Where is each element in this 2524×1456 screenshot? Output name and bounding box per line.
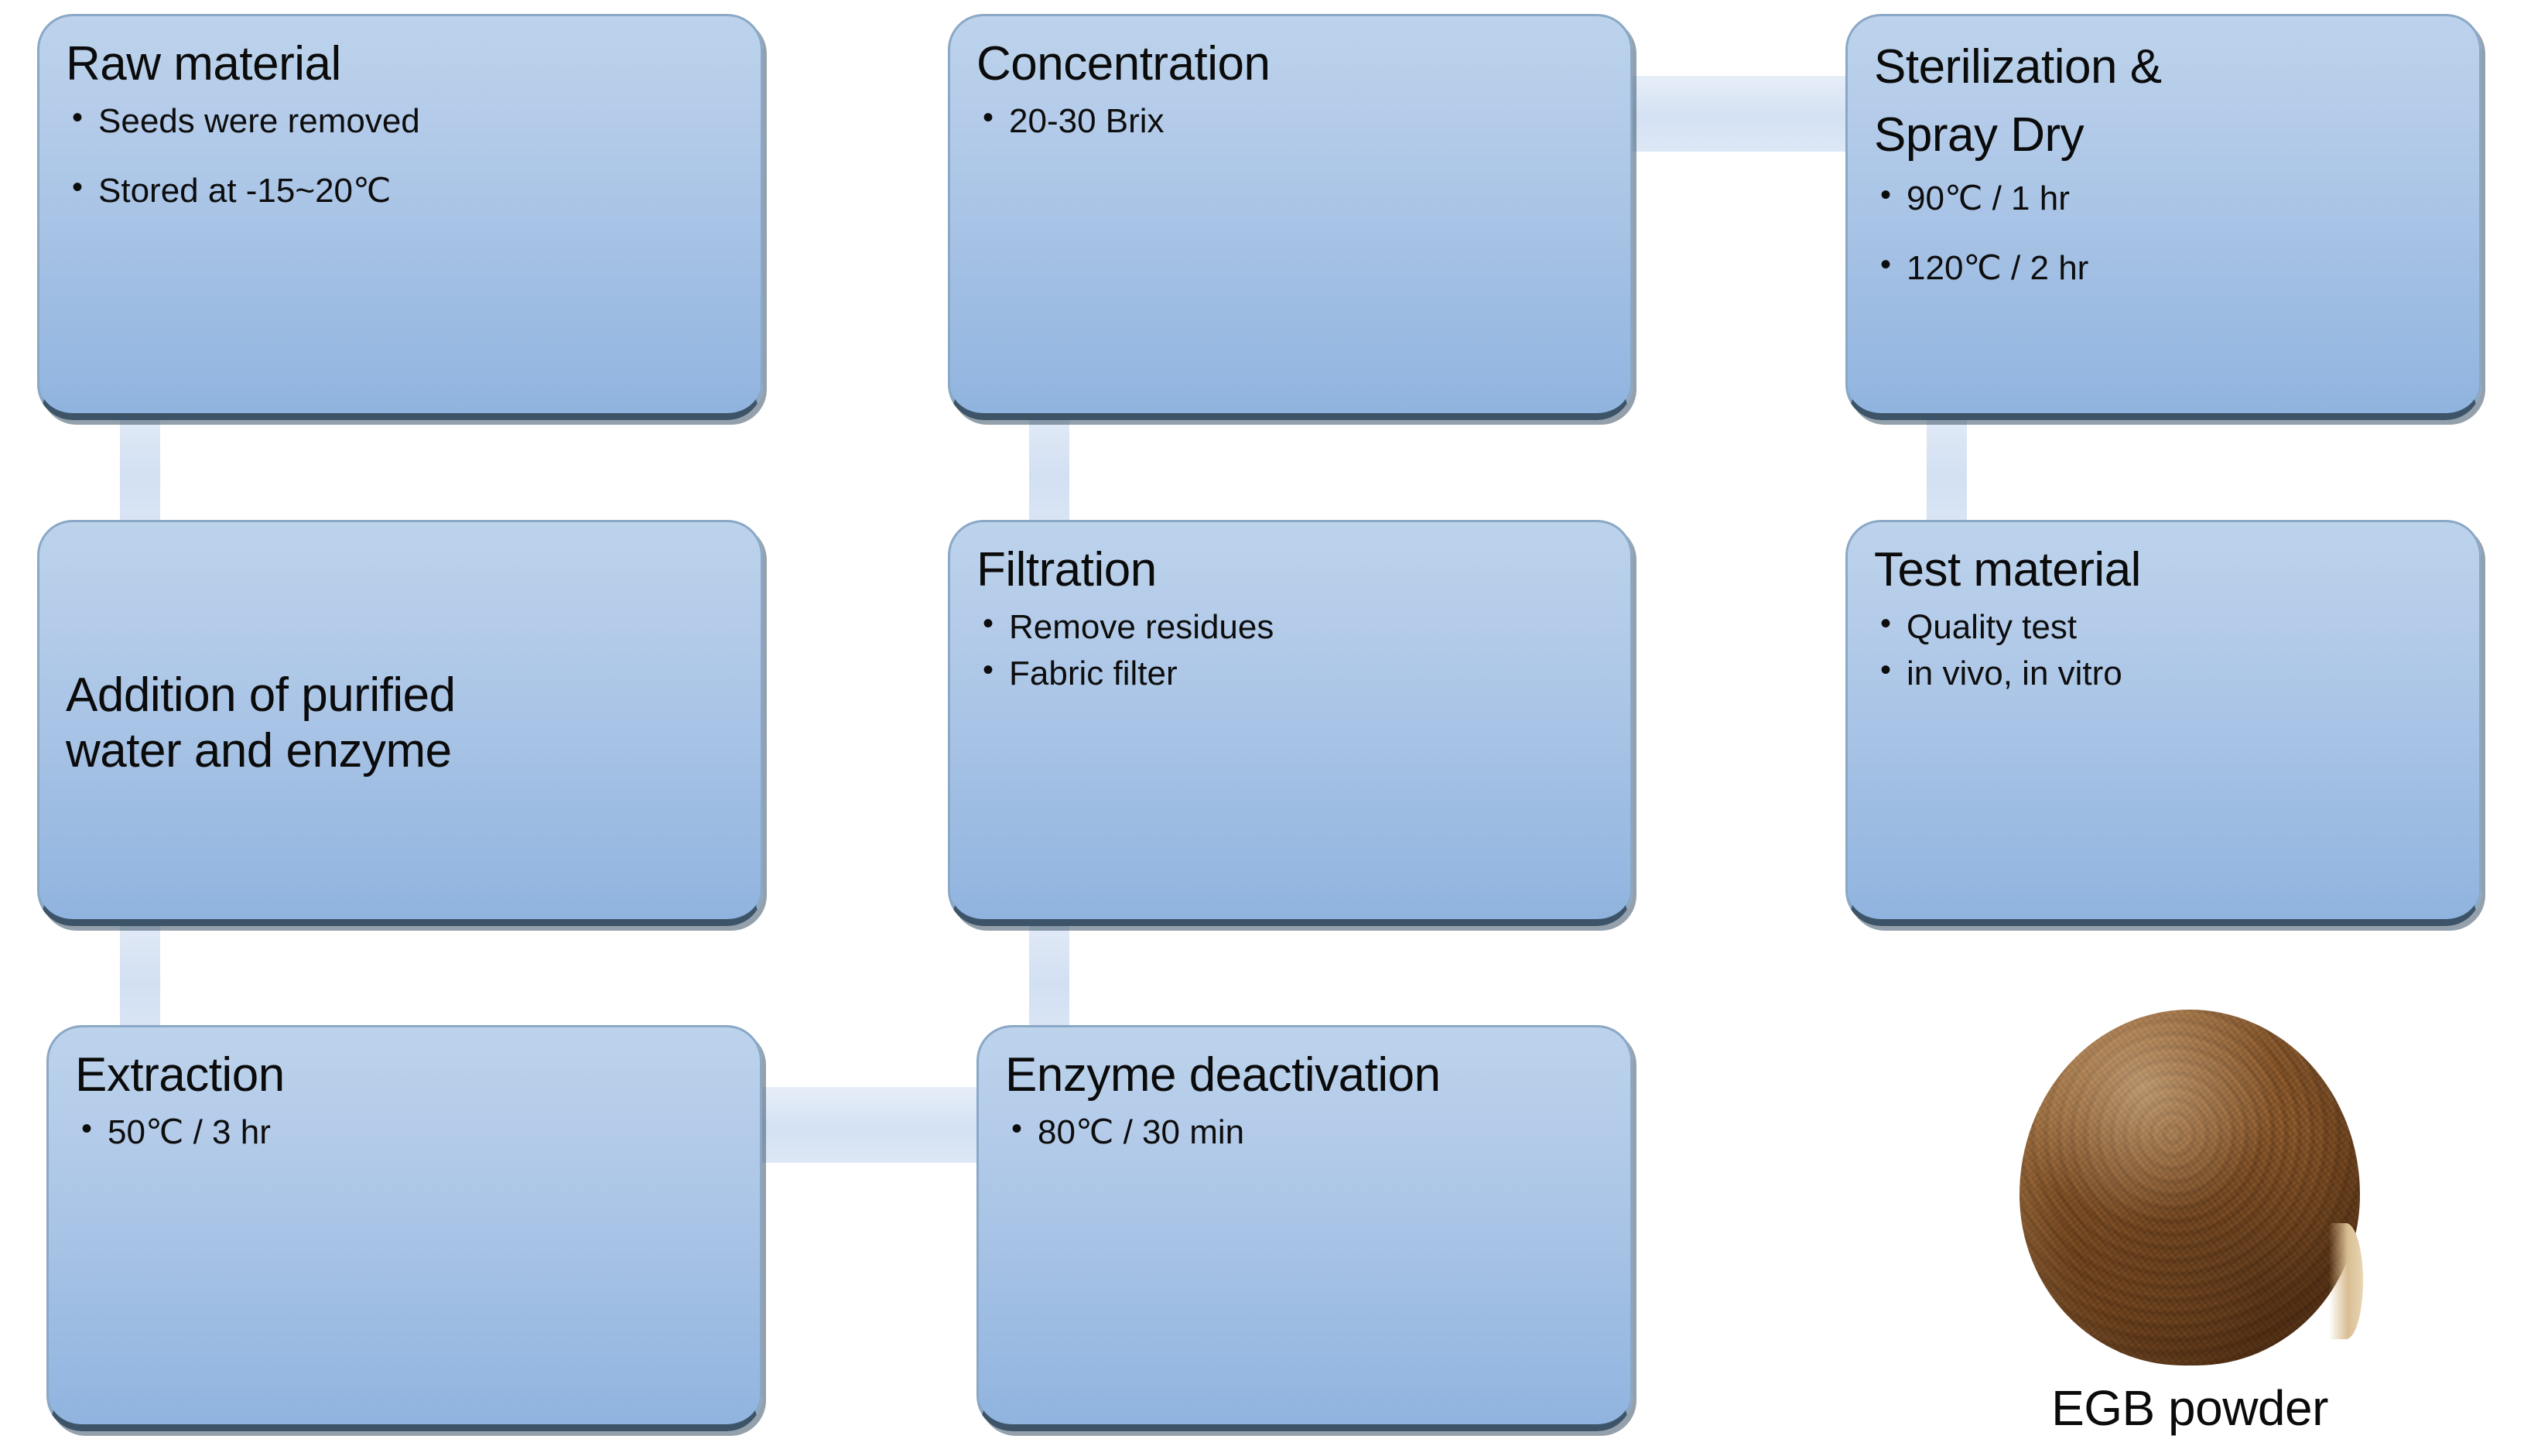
node-bullet: in vivo, in vitro	[1874, 651, 2453, 696]
node-title: Addition of purified water and enzyme	[66, 668, 456, 778]
connector-filtration-to-concentration	[1029, 408, 1069, 532]
node-title: Sterilization & Spray Dry	[1874, 40, 2162, 162]
node-concentration[interactable]: Concentration 20-30 Brix	[948, 14, 1633, 420]
node-filtration[interactable]: Filtration Remove residues Fabric filter	[948, 520, 1633, 926]
connector-enzyme-deactivation-to-filtration	[1029, 915, 1069, 1039]
node-bullet: Stored at -15~20℃	[66, 168, 734, 213]
node-bullet: Quality test	[1874, 604, 2453, 649]
node-enzyme-deactivation[interactable]: Enzyme deactivation 80℃ / 30 min	[976, 1025, 1633, 1431]
node-title: Filtration	[976, 543, 1157, 596]
connector-raw-to-addition	[120, 408, 160, 532]
node-bullet-list: Seeds were removed Stored at -15~20℃	[66, 98, 734, 214]
node-bullet: 20-30 Brix	[976, 98, 1604, 143]
connector-concentration-to-sterilization	[1598, 76, 1876, 152]
node-raw-material[interactable]: Raw material Seeds were removed Stored a…	[37, 14, 763, 420]
node-test-material[interactable]: Test material Quality test in vivo, in v…	[1845, 520, 2481, 926]
node-title: Enzyme deactivation	[1005, 1048, 1441, 1102]
egb-powder-caption: EGB powder	[2051, 1380, 2328, 1436]
node-title: Raw material	[66, 37, 341, 91]
node-bullet: 80℃ / 30 min	[1005, 1109, 1604, 1154]
connector-extraction-to-enzyme-deactivation	[727, 1087, 990, 1163]
node-extraction[interactable]: Extraction 50℃ / 3 hr	[46, 1025, 762, 1431]
node-bullet: Remove residues	[976, 604, 1604, 649]
node-sterilization-spray-dry[interactable]: Sterilization & Spray Dry 90℃ / 1 hr 120…	[1845, 14, 2481, 420]
egb-powder-sample: EGB powder	[1950, 1010, 2430, 1437]
node-title: Extraction	[75, 1048, 285, 1102]
node-bullet: Seeds were removed	[66, 98, 734, 143]
node-bullet: 120℃ / 2 hr	[1874, 245, 2453, 290]
egb-powder-photo	[2020, 1010, 2363, 1365]
connector-sterilization-to-test-material	[1927, 408, 1967, 532]
node-title: Concentration	[976, 37, 1271, 91]
node-bullet: 50℃ / 3 hr	[75, 1109, 734, 1154]
node-bullet: Fabric filter	[976, 651, 1604, 696]
node-bullet-list: Remove residues Fabric filter	[976, 604, 1604, 696]
node-bullet-list: 80℃ / 30 min	[1005, 1109, 1604, 1154]
node-bullet-list: Quality test in vivo, in vitro	[1874, 604, 2453, 696]
node-bullet-list: 50℃ / 3 hr	[75, 1109, 734, 1154]
node-bullet-list: 90℃ / 1 hr 120℃ / 2 hr	[1874, 176, 2453, 291]
node-bullet: 90℃ / 1 hr	[1874, 176, 2453, 220]
node-bullet-list: 20-30 Brix	[976, 98, 1604, 143]
node-title: Test material	[1874, 543, 2141, 596]
node-addition-water-enzyme[interactable]: Addition of purified water and enzyme	[37, 520, 763, 926]
connector-addition-to-extraction	[120, 915, 160, 1039]
